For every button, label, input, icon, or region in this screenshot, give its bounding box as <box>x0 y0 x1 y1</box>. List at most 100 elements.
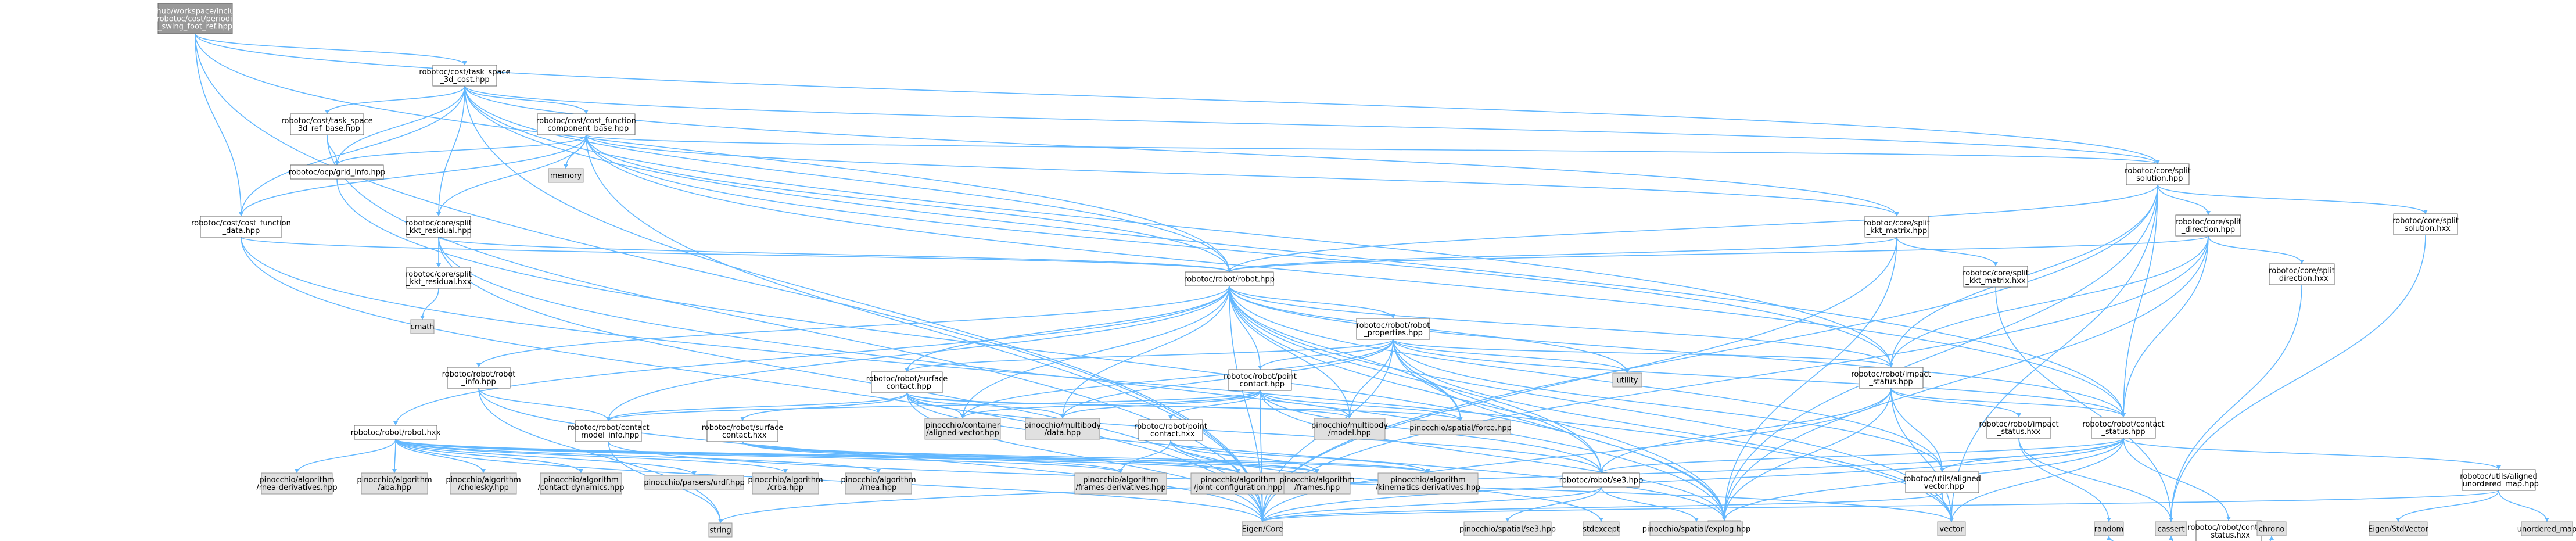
node-pinav-label: /aligned-vector.hpp <box>926 429 999 438</box>
edge-robot-to-pinav <box>962 285 1230 419</box>
node-aumap[interactable]: robotoc/utils/aligned_unordered_map.hpp <box>2458 469 2539 491</box>
node-string: string <box>708 522 733 538</box>
edge-impactx-to-random <box>2018 438 2109 522</box>
arrowhead-impact-to-impactx <box>2017 413 2021 417</box>
arrowhead-pcont-to-pindata <box>1060 414 1065 418</box>
node-task3d-label: robotoc/cost/task_space <box>419 68 510 77</box>
edge-cfdata-to-vector <box>241 237 1952 522</box>
node-skktres[interactable]: robotoc/core/split_kkt_residual.hpp <box>405 216 472 238</box>
node-cmi[interactable]: robotoc/robot/contact_model_info.hpp <box>567 420 650 442</box>
arrowhead-se3-to-explog <box>1694 518 1699 522</box>
node-rprop-box <box>1356 318 1430 340</box>
node-se3[interactable]: robotoc/robot/se3.hpp <box>1559 472 1643 488</box>
edge-task3d-to-ssol <box>464 85 2158 164</box>
node-grid[interactable]: robotoc/ocp/grid_info.hpp <box>289 164 386 180</box>
arrowhead-cstat-to-se3 <box>1599 469 1603 473</box>
node-impactx[interactable]: robotoc/robot/impact_status.hxx <box>1979 417 2059 439</box>
node-rhxx[interactable]: robotoc/robot/robot.hxx <box>351 425 441 440</box>
node-robot[interactable]: robotoc/robot/robot.hpp <box>1184 271 1275 286</box>
node-ccb[interactable]: robotoc/cost/cost_function_component_bas… <box>536 113 636 135</box>
node-pinmodel-label: /model.hpp <box>1328 429 1371 438</box>
node-ssol[interactable]: robotoc/core/split_solution.hpp <box>2125 163 2191 185</box>
node-skktresx[interactable]: robotoc/core/split_kkt_residual.hxx <box>406 267 472 289</box>
edge-sdir-to-cstat <box>2123 235 2209 418</box>
node-avec[interactable]: robotoc/utils/aligned_vector.hpp <box>1903 471 1981 493</box>
node-pcontx[interactable]: robotoc/robot/point_contact.hxx <box>1134 419 1207 441</box>
node-cdyn: pinocchio/algorithm/contact-dynamics.hpp <box>538 472 624 495</box>
node-rinfo[interactable]: robotoc/robot/robot_info.hpp <box>442 367 516 389</box>
node-stdexcept: stdexcept <box>1583 521 1620 536</box>
edge-cstat-to-se3 <box>1601 438 2124 474</box>
node-grid-box <box>290 164 384 180</box>
edge-robot-to-pinmodel <box>1229 285 1350 419</box>
arrowhead-aumap-to-eigen <box>1260 518 1265 522</box>
node-pinforce-label: pinocchio/spatial/force.hpp <box>1409 424 1512 433</box>
node-rnead-box <box>261 472 333 495</box>
edge-ccb-to-skktmat <box>586 134 1897 217</box>
node-cdyn-box <box>540 472 622 495</box>
edge-surf-to-cmi <box>608 392 907 421</box>
edge-skktmat-to-skktmatx <box>1896 237 1996 267</box>
node-aba-label: pinocchio/algorithm <box>357 476 432 485</box>
node-sdir[interactable]: robotoc/core/split_direction.hpp <box>2175 214 2241 237</box>
arrowhead-sdir-to-sdirx <box>2299 260 2304 264</box>
node-random: random <box>2094 521 2124 536</box>
node-impact[interactable]: robotoc/robot/impact_status.hpp <box>1851 367 1931 389</box>
node-aba: pinocchio/algorithm/aba.hpp <box>357 472 432 495</box>
edge-rinfo-to-cmi <box>478 388 609 421</box>
edge-ref3d-to-grid <box>327 134 338 166</box>
edge-pcont-to-pinav <box>962 390 1261 419</box>
arrowhead-aumap-to-stdvec <box>2396 518 2401 522</box>
edge-ssol-to-robot <box>1229 184 2158 273</box>
node-cstatx-label: _status.hxx <box>2207 531 2251 540</box>
arrowhead-robot-to-rhxx <box>393 421 398 425</box>
arrowhead-rprop-to-impact <box>1889 363 1893 367</box>
arrowhead-cstatx-to-cassert <box>2169 536 2173 540</box>
node-pcont[interactable]: robotoc/robot/point_contact.hpp <box>1224 369 1297 391</box>
node-ssol-box <box>2126 163 2190 185</box>
node-rhxx-label: robotoc/robot/robot.hxx <box>351 429 441 438</box>
node-cstatx[interactable]: robotoc/robot/contact_status.hxx <box>2187 520 2270 541</box>
edge-task3d-to-cfdata <box>241 85 465 217</box>
node-skktmatx[interactable]: robotoc/core/split_kkt_matrix.hxx <box>1963 266 2029 288</box>
node-surfx[interactable]: robotoc/robot/surface_contact.hxx <box>702 420 784 442</box>
node-sdir-label: robotoc/core/split <box>2175 218 2241 227</box>
edge-impact-to-impactx <box>1890 388 2019 418</box>
arrowhead-ccb-to-memory <box>564 164 568 169</box>
node-string-box <box>708 522 733 538</box>
edge-ccb-to-grid <box>336 134 587 166</box>
arrowhead-impactx-to-cassert <box>2169 518 2173 522</box>
edge-rinfo-to-string <box>478 388 721 524</box>
node-cmi-label: _model_info.hpp <box>577 431 640 440</box>
node-ssolx[interactable]: robotoc/core/split_solution.hxx <box>2392 213 2459 235</box>
edge-surf-to-pindata <box>906 392 1063 419</box>
node-ccb-box <box>537 113 636 135</box>
node-ref3d[interactable]: robotoc/cost/task_space_3d_ref_base.hpp <box>281 113 373 135</box>
edge-rhxx-to-framed <box>395 439 1121 474</box>
arrowhead-skktres-to-skktresx <box>436 263 441 267</box>
arrowhead-task3d-to-ccb <box>584 110 589 114</box>
edge-sdirx-to-cassert <box>2170 284 2302 522</box>
node-rprop[interactable]: robotoc/robot/robot_properties.hpp <box>1356 318 1430 340</box>
node-ccb-label: robotoc/cost/cost_function <box>536 117 636 126</box>
arrowhead-impactx-to-random <box>2107 518 2111 522</box>
node-cstat[interactable]: robotoc/robot/contact_status.hpp <box>2082 417 2165 439</box>
node-main[interactable]: github/workspace/include/robotoc/cost/pe… <box>146 3 244 34</box>
edge-robot-to-rhxx <box>395 285 1230 426</box>
node-skktmat[interactable]: robotoc/core/split_kkt_matrix.hpp <box>1864 216 1930 238</box>
edge-main-to-task3d <box>195 33 465 66</box>
node-robot-box <box>1185 271 1274 286</box>
edge-sdir-to-iostream <box>1724 235 2209 521</box>
node-cfdata[interactable]: robotoc/cost/cost_function_data.hpp <box>191 216 291 238</box>
node-task3d[interactable]: robotoc/cost/task_space_3d_cost.hpp <box>419 65 511 87</box>
edge-sdir-to-impact <box>1890 235 2209 368</box>
node-pcontx-label: _contact.hxx <box>1146 430 1195 439</box>
node-surf[interactable]: robotoc/robot/surface_contact.hpp <box>866 371 948 393</box>
node-robot-label: robotoc/robot/robot.hpp <box>1184 275 1275 284</box>
node-cfdata-label: robotoc/cost/cost_function <box>191 219 291 228</box>
node-chol: pinocchio/algorithm/cholesky.hpp <box>446 472 521 495</box>
node-sdirx[interactable]: robotoc/core/split_direction.hxx <box>2269 263 2335 285</box>
edge-ssol-to-ssolx <box>2157 184 2426 214</box>
node-chol-box <box>450 472 517 495</box>
